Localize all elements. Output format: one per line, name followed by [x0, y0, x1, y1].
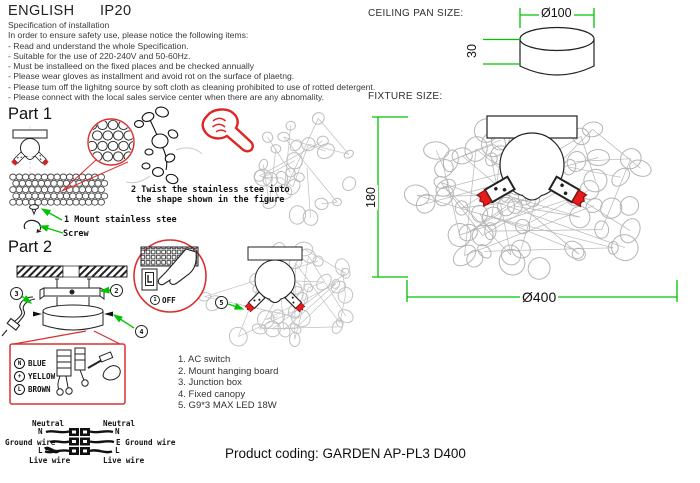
part2-fixture-drawing — [243, 246, 307, 314]
wiring-right-l: L — [115, 446, 120, 455]
parts-list-item: 1. AC switch — [178, 354, 231, 365]
parts-list-item: 5. G9*3 MAX LED 18W — [178, 400, 277, 411]
callout-switch: 1 — [150, 295, 160, 305]
wire-color-label: BLUE — [28, 359, 47, 368]
screw-label: Screw — [63, 229, 89, 239]
mesh-strip — [9, 173, 109, 206]
wiring-left-live: Live wire — [29, 456, 71, 465]
pointing-hand-icon — [201, 108, 254, 153]
wire-color-brown: L BROWN — [14, 384, 51, 395]
part1-title: Part 1 — [8, 105, 53, 123]
wiring-left-l: L — [38, 446, 43, 455]
spec-item: - Must be installeed on the fixed places… — [8, 61, 255, 72]
ip-rating-label: IP20 — [100, 3, 132, 19]
ceiling-pan-size-label: CEILING PAN SIZE: — [368, 8, 464, 19]
callout-canopy: 4 — [135, 325, 148, 338]
dim-fixture-height: 180 — [364, 185, 378, 210]
wire-color-label: YELLOW — [28, 372, 56, 381]
wiring-terminal-strip — [43, 428, 115, 455]
parts-list-item: 4. Fixed canopy — [178, 388, 246, 400]
language-label: ENGLISH — [8, 3, 75, 19]
dim-pan-height: 30 — [465, 42, 479, 60]
parts-list-item: 2. Mount hanging board — [178, 365, 279, 377]
spec-title: Specification of installation — [8, 20, 110, 30]
wiring-right-n: N — [115, 427, 120, 436]
wiring-right-live: Live wire — [103, 456, 145, 465]
magnifier-detail — [61, 118, 135, 192]
part1-leader-lines — [38, 208, 64, 234]
wire-symbol-earth: + — [14, 371, 25, 382]
wiring-right-ground: E Ground wire — [116, 438, 176, 447]
ceiling-pan-drawing — [519, 26, 595, 76]
dim-pan-diameter: Ø100 — [539, 6, 574, 20]
switch-inset — [133, 239, 207, 313]
wiring-left-ground: Ground wire — [5, 438, 56, 447]
part1-step2-line2: the shape shown in the figure — [136, 195, 285, 205]
spec-item: - Suitable for the use of 220-240V and 5… — [8, 50, 191, 61]
fixture-drawing — [475, 115, 589, 209]
part2-ceiling-hatch — [16, 265, 128, 278]
spec-item: - Please wear gloves as installment and … — [8, 71, 295, 82]
wire-color-blue: N BLUE — [14, 358, 46, 369]
part2-title: Part 2 — [8, 238, 53, 256]
spec-item: - Please connect with the local sales se… — [8, 92, 325, 103]
part1-step2-line1: 2 Twist the stainless stee into — [131, 185, 290, 195]
decor-cluster-part1 — [253, 112, 357, 226]
wiring-left-neutral: Neutral — [32, 419, 65, 428]
fixture-size-label: FIXTURE SIZE: — [368, 91, 443, 102]
off-label: OFF — [162, 295, 176, 305]
wire-color-yellow: + YELLOW — [14, 371, 55, 382]
parts-list: 1. AC switch 2. Mount hanging board 3. J… — [178, 354, 278, 412]
wire-symbol-n: N — [14, 358, 25, 369]
part2-screws — [55, 278, 91, 306]
spec-block: Specification of installation In order t… — [8, 20, 375, 102]
wiring-right-neutral: Neutral — [103, 419, 136, 428]
wire-color-label: BROWN — [28, 385, 51, 394]
canopy-arrows — [33, 311, 113, 317]
canopy-cylinder — [42, 304, 104, 331]
wire-symbol-l: L — [14, 384, 25, 395]
spec-item: - Please tum off the lighitng source by … — [8, 81, 376, 92]
spec-item: - Read and understand the whole Specific… — [8, 40, 189, 51]
screw-icon — [23, 204, 42, 233]
product-coding: Product coding: GARDEN AP-PL3 D400 — [225, 446, 466, 461]
switch-off-step: 1 OFF — [150, 295, 176, 305]
callout-junction-box: 3 — [10, 287, 23, 300]
mounting-bracket — [39, 287, 105, 300]
spec-intro: In order to ensure safety use, please no… — [8, 30, 249, 41]
callout-bulb: 5 — [215, 296, 228, 309]
parts-list-item: 3. Junction box — [178, 377, 242, 388]
part1-step1-label: 1 Mount stainless stee — [64, 215, 177, 225]
wiring-left-n: N — [38, 427, 43, 436]
junction-detail-box — [9, 330, 126, 405]
part1-fixture-drawing — [10, 126, 50, 204]
dim-fixture-diameter: Ø400 — [520, 289, 559, 305]
callout-hanging-board: 2 — [110, 284, 123, 297]
twisted-wire-drawing — [125, 106, 203, 185]
